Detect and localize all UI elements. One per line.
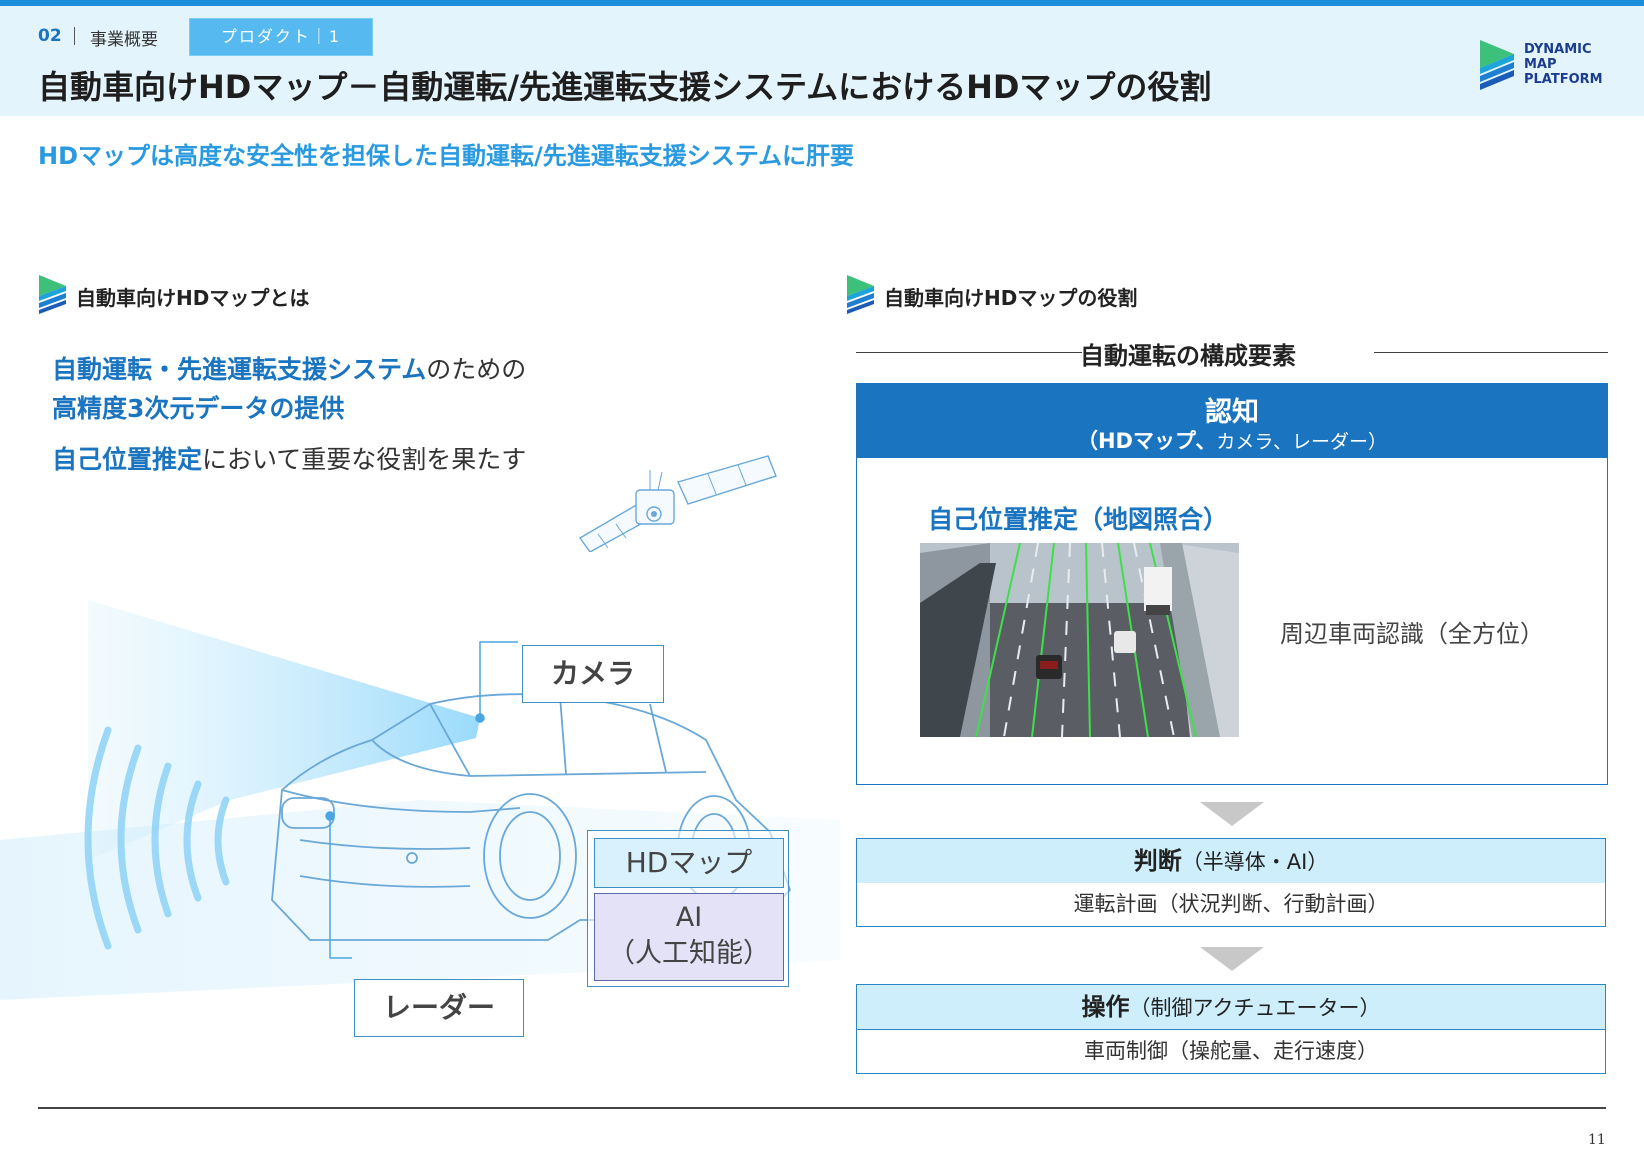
hdmap-callout: HDマップ: [594, 838, 784, 888]
lead-line-1-rest: のための: [426, 355, 527, 384]
ai-callout: AI （人工知能）: [594, 893, 784, 981]
section-separator: [74, 27, 75, 45]
down-arrow-icon: [1200, 947, 1264, 971]
title-rule-left: [856, 352, 1082, 353]
radar-callout: レーダー: [354, 979, 524, 1037]
surround-recognition-label: 周辺車両認識（全方位）: [1280, 620, 1544, 648]
section-bullet-icon: [39, 275, 66, 314]
section-name: 事業概要: [90, 30, 158, 50]
down-arrow-icon: [1200, 802, 1264, 826]
dmp-logo-icon: [1480, 40, 1514, 90]
section-bullet-icon: [847, 275, 874, 314]
lead-line-2-bold: 高精度3次元データの提供: [52, 394, 345, 423]
title-rule-right: [1374, 352, 1608, 353]
category-tag-label: プロダクト｜1: [220, 27, 342, 46]
operation-title: 操作: [1081, 993, 1130, 1021]
page-title: 自動車向けHDマップ－自動運転/先進運転支援システムにおけるHDマップの役割: [38, 68, 1212, 106]
judgment-header: 判断（半導体・AI）: [856, 838, 1606, 884]
left-section-heading: 自動車向けHDマップとは: [76, 286, 310, 310]
operation-subtitle: （制御アクチュエーター）: [1129, 996, 1381, 1020]
slide-subtitle: HDマップは高度な安全性を担保した自動運転/先進運転支援システムに肝要: [38, 142, 855, 170]
logo-line: DYNAMIC: [1524, 42, 1592, 57]
lead-line-1: 自動運転・先進運転支援システムのための: [52, 350, 526, 386]
logo-line: PLATFORM: [1524, 72, 1603, 87]
operation-body: 車両制御（操舵量、走行速度）: [856, 1030, 1606, 1074]
camera-callout: カメラ: [522, 645, 664, 703]
perception-subtitle-rest: カメラ、レーダー）: [1216, 431, 1387, 453]
operation-header: 操作（制御アクチュエーター）: [856, 984, 1606, 1030]
lead-line-3-bold: 自己位置推定: [52, 445, 203, 474]
lead-line-3: 自己位置推定において重要な役割を果たす: [52, 440, 526, 476]
judgment-title: 判断: [1133, 847, 1182, 875]
lead-line-2: 高精度3次元データの提供: [52, 389, 344, 425]
perception-header: [856, 383, 1608, 458]
top-accent-bar: [0, 0, 1644, 6]
logo-line: MAP: [1524, 57, 1557, 72]
right-section-heading: 自動車向けHDマップの役割: [884, 286, 1138, 310]
lead-line-1-bold: 自動運転・先進運転支援システム: [52, 355, 427, 384]
perception-title: 認知: [1205, 397, 1259, 428]
ai-callout-line-2: （人工知能）: [608, 938, 770, 969]
perception-subtitle-bold: （HDマップ、: [1076, 429, 1217, 453]
satellite-illustration: [578, 455, 777, 552]
ai-callout-line-1: AI: [675, 902, 703, 933]
perception-subtitle: （HDマップ、カメラ、レーダー）: [856, 425, 1608, 455]
page-number: 11: [1588, 1132, 1606, 1148]
localization-label: 自己位置推定（地図照合）: [928, 505, 1229, 534]
judgment-subtitle: （半導体・AI）: [1181, 850, 1329, 874]
footer-rule: [38, 1107, 1606, 1109]
section-number: 02: [38, 26, 62, 46]
category-tag: プロダクト｜1: [189, 18, 373, 56]
judgment-body: 運転計画（状況判断、行動計画）: [856, 883, 1606, 927]
logo-text: DYNAMIC MAP PLATFORM: [1524, 42, 1603, 87]
components-title: 自動運転の構成要素: [1080, 342, 1296, 370]
lead-line-3-rest: において重要な役割を果たす: [202, 445, 527, 474]
highway-photo: [920, 543, 1239, 737]
